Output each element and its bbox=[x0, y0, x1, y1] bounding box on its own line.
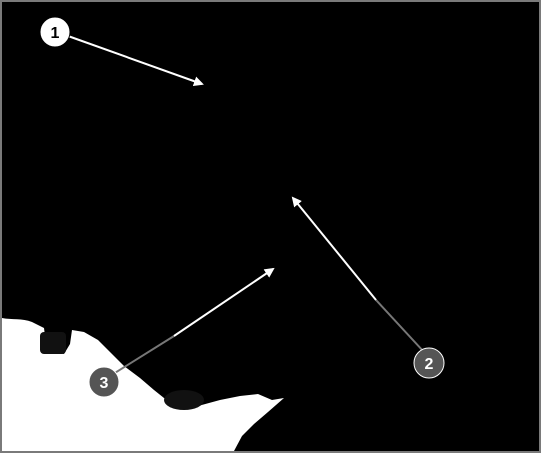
lower-knob bbox=[164, 390, 204, 410]
callout-1: 1 bbox=[39, 16, 204, 87]
callout-1-label: 1 bbox=[51, 25, 60, 42]
callout-2-arrow bbox=[291, 196, 377, 301]
connector-stub bbox=[40, 332, 66, 354]
callout-2-badge bbox=[413, 347, 445, 379]
light-component bbox=[2, 318, 284, 451]
callout-3-arrow bbox=[173, 267, 275, 337]
callout-3: 3 bbox=[88, 267, 275, 398]
callout-3-badge bbox=[88, 366, 120, 398]
callout-1-badge bbox=[39, 16, 71, 48]
callout-1-arrow bbox=[67, 35, 204, 87]
callout-2-arrow-tail bbox=[375, 299, 425, 353]
callout-2: 2 bbox=[291, 196, 445, 379]
callout-3-label: 3 bbox=[100, 375, 109, 392]
callout-2-label: 2 bbox=[425, 356, 434, 373]
callout-3-arrow-tail bbox=[109, 335, 175, 377]
